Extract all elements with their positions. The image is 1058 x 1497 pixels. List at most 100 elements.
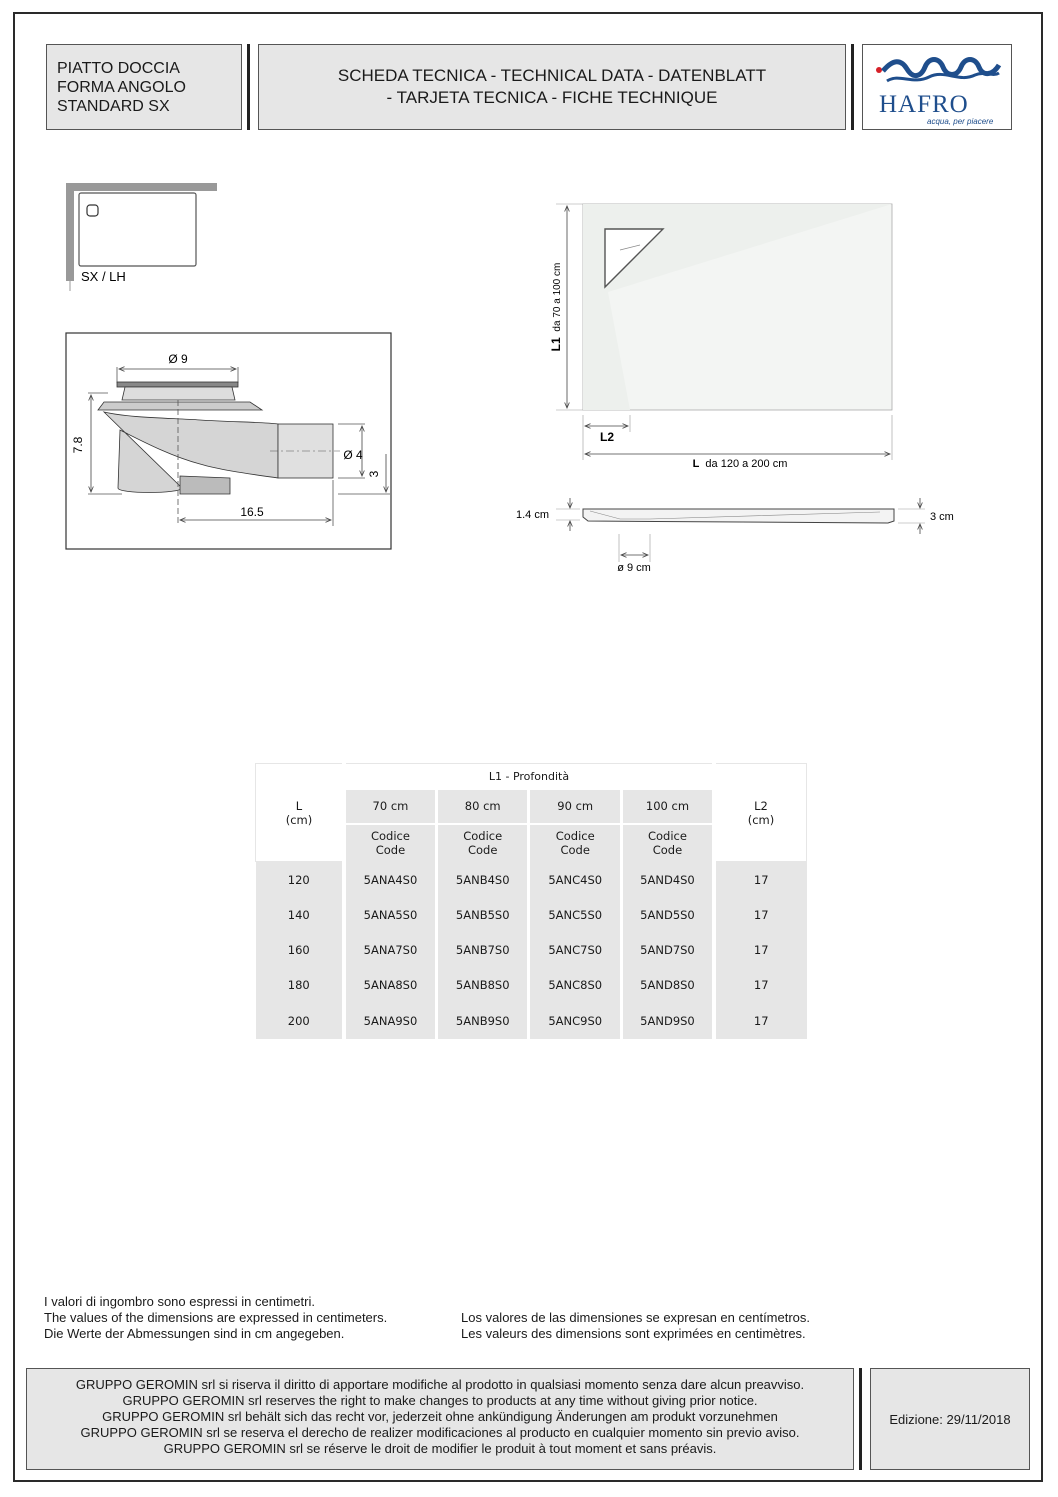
svg-text:L da 120 a 200 cm: L da 120 a 200 cm [693,458,788,470]
code-cell: 5ANA4S0 [343,861,438,898]
disclaimer-box: GRUPPO GEROMIN srl si riserva il diritto… [26,1368,854,1470]
l2-cell: 17 [753,943,769,957]
product-name-line: PIATTO DOCCIA [57,60,180,77]
drain-hole-diameter-label: ø 9 cm [617,562,651,574]
l1-range-label: da 70 a 100 cm [552,263,563,332]
code-cell: 5ANC4S0 [528,861,623,898]
product-name-line: FORMA ANGOLO [57,79,186,96]
code-cell: 5AND8S0 [621,967,716,1003]
table-row: 120 5ANA4S0 5ANB4S0 5ANC4S0 5AND4S0 17 [255,861,807,898]
page-frame [13,12,1043,1482]
l1-dimension-label: L1 [549,337,563,351]
table-row: 140 5ANA5S0 5ANB5S0 5ANC5S0 5AND5S0 17 [255,897,807,933]
drain-diameter-label: Ø 9 [168,352,188,366]
product-name-box: PIATTO DOCCIA FORMA ANGOLO STANDARD SX [46,44,242,130]
l2-header-unit: (cm) [747,812,775,827]
note-line: The values of the dimensions are express… [44,1310,388,1325]
header-divider [247,44,250,130]
orientation-label: SX / LH [81,269,126,284]
logo-wordmark: HAFRO [879,91,969,118]
product-code-table: L (cm) L1 - Profondità L2 (cm) 70 cm 80 … [254,763,807,1039]
drain-height-label: 7.8 [71,436,85,453]
disclaimer-line: GRUPPO GEROMIN srl reserves the right to… [122,1393,758,1408]
edge-height-label: 1.4 cm [516,509,549,521]
outlet-diameter-label: Ø 4 [343,448,363,462]
table-row: 180 5ANA8S0 5ANB8S0 5ANC8S0 5AND8S0 17 [255,967,807,1003]
svg-text:L1 da 70 a 100 cm: L1 da 70 a 100 cm [549,263,563,352]
depth-header: 70 cm [343,789,438,824]
disclaimer-line: GRUPPO GEROMIN srl se reserva el derecho… [80,1425,800,1440]
tray-plan-view [556,203,893,460]
code-cell: 5ANC8S0 [528,967,623,1003]
disclaimer-line: GRUPPO GEROMIN srl se réserve le droit d… [163,1441,717,1456]
code-cell: 5ANA7S0 [343,932,438,968]
document-title-line1: SCHEDA TECNICA - TECHNICAL DATA - DATENB… [337,66,767,85]
length-cell: 120 [255,861,346,898]
drain-drawing [65,332,392,550]
code-cell: 5ANC7S0 [528,932,623,968]
disclaimer-line: GRUPPO GEROMIN srl si riserva il diritto… [75,1377,805,1392]
code-cell: 5ANB8S0 [436,967,531,1003]
footer-divider [859,1368,862,1470]
length-cell: 160 [255,932,346,968]
note-line: Die Werte der Abmessungen sind in cm ang… [44,1326,345,1341]
technical-drawings: SX / LH Ø 9 7.8 Ø 4 3 16.5 [65,183,954,574]
table-row: 160 5ANA7S0 5ANB7S0 5ANC7S0 5AND7S0 17 [255,932,807,968]
orientation-diagram [66,183,217,291]
disclaimer-line: GRUPPO GEROMIN srl behält sich das recht… [102,1409,778,1424]
logo-tagline: acqua, per piacere [927,117,994,126]
brand-logo: HAFRO acqua, per piacere [862,44,1012,130]
code-cell: 5AND9S0 [621,1002,716,1039]
product-name-line: STANDARD SX [57,98,170,115]
l2-column-header: L2 (cm) [711,763,807,862]
length-cell: 140 [255,897,346,933]
length-cell: 180 [255,967,346,1003]
edition-date: Edizione: 29/11/2018 [889,1412,1011,1427]
code-cell: 5ANB7S0 [436,932,531,968]
code-cell: 5ANC9S0 [528,1002,623,1039]
note-line: Los valores de las dimensiones se expres… [461,1310,811,1325]
tray-section-view [556,498,925,562]
document-title-line2: - TARJETA TECNICA - FICHE TECHNIQUE [386,88,718,107]
l2-cell: 17 [753,908,769,922]
note-line: Les valeurs des dimensions sont exprimée… [461,1326,806,1341]
l-dimension-label: L [693,458,700,470]
l2-dimension-label: L2 [600,430,614,444]
l-column-header: L (cm) [254,763,346,862]
l-range-label: da 120 a 200 cm [705,458,787,470]
table-row: 200 5ANA9S0 5ANB9S0 5ANC9S0 5AND9S0 17 [255,1002,807,1039]
drain-length-label: 16.5 [240,505,264,519]
total-height-label: 3 cm [930,511,954,523]
code-cell: 5ANA5S0 [343,897,438,933]
code-cell: 5ANC5S0 [528,897,623,933]
code-cell: 5ANB5S0 [436,897,531,933]
note-line: I valori di ingombro sono espressi in ce… [44,1294,315,1309]
dimension-notes-right: Los valores de las dimensiones se expres… [461,1310,810,1342]
code-cell: 5AND4S0 [621,861,716,898]
code-cell: 5ANA9S0 [343,1002,438,1039]
l2-cell: 17 [753,978,769,992]
l2-cell: 17 [753,872,769,887]
code-cell: 5ANB4S0 [436,861,531,898]
length-cell: 200 [255,1002,346,1039]
code-cell: 5AND5S0 [621,897,716,933]
depth-header: 100 cm [621,789,714,824]
l2-header-label: L2 [754,798,768,813]
depth-header: 90 cm [528,789,623,824]
l-header-unit: (cm) [285,812,313,827]
outlet-height-label: 3 [367,470,381,477]
l2-cell: 17 [753,1013,769,1028]
depth-group-header: L1 - Profondità [343,763,714,790]
edition-box: Edizione: 29/11/2018 [870,1368,1030,1470]
code-cell: 5ANA8S0 [343,967,438,1003]
l-header-label: L [295,798,303,813]
header-divider [851,44,854,130]
dimension-notes-left: I valori di ingombro sono espressi in ce… [44,1294,387,1342]
depth-header: 80 cm [436,789,531,824]
code-cell: 5ANB9S0 [436,1002,531,1039]
document-title-box: SCHEDA TECNICA - TECHNICAL DATA - DATENB… [258,44,846,130]
